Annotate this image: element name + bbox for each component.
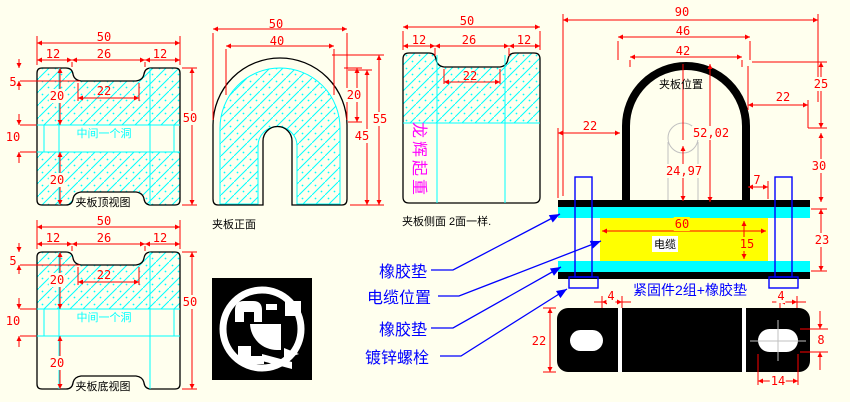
- dim-asm-center-half: 24,97: [664, 164, 704, 178]
- dim-asm-arch-rise: 25: [812, 77, 830, 91]
- front-view: [212, 26, 384, 206]
- dim-bottom-hole: 10: [4, 314, 22, 328]
- dim-asm-total-width: 90: [674, 5, 690, 19]
- dim-top-width: 50: [96, 30, 112, 44]
- callout-bolt: 镀锌螺栓: [364, 350, 430, 367]
- callout-rubber-top: 橡胶垫: [378, 264, 428, 281]
- dim-top-hole: 10: [4, 130, 22, 144]
- dim-asm-cable-height: 15: [738, 237, 756, 251]
- assembly-view: [431, 14, 827, 357]
- dim-bottom-notch-depth: 5: [9, 254, 17, 268]
- callout-cable-position: 电缆位置: [366, 290, 432, 307]
- dim-asm-leg: 7: [753, 173, 761, 187]
- galvanized-bolts: [568, 176, 799, 289]
- dim-plate-slot-width: 14: [769, 374, 787, 388]
- dim-bottom-lower: 20: [48, 356, 66, 370]
- side-view-caption: 夹板侧面 2面一样.: [402, 216, 492, 228]
- dim-top-upper: 20: [48, 89, 66, 103]
- dim-asm-cable-width: 60: [673, 217, 691, 231]
- dim-bottom-height: 50: [181, 295, 199, 309]
- bottom-view-hole-note: 中间一个洞: [76, 312, 132, 324]
- dim-bottom-slot: 22: [96, 268, 112, 282]
- company-logo: [212, 278, 312, 380]
- dim-side-slot: 22: [462, 69, 478, 83]
- dim-front-arc-height: 20: [345, 88, 363, 102]
- dim-bottom-ear-left: 12: [45, 231, 61, 245]
- slot-left: [570, 330, 603, 351]
- callout-rubber-bottom: 橡胶垫: [378, 322, 428, 339]
- dim-asm-center-full: 52,02: [691, 126, 731, 140]
- dim-side-notch: 26: [461, 33, 477, 47]
- watermark-brand: 龙辉起重: [410, 121, 427, 199]
- dim-top-ear-right: 12: [152, 47, 168, 61]
- dim-bottom-width: 50: [96, 214, 112, 228]
- dim-bottom-notch: 26: [96, 231, 112, 245]
- asm-cable-note: 电缆: [652, 236, 678, 252]
- top-view-hole-note: 中间一个洞: [76, 128, 132, 140]
- dim-side-ear-right: 12: [516, 33, 532, 47]
- asm-fastener-note: 紧固件2组+橡胶垫: [633, 282, 747, 298]
- dim-asm-upper-right: 30: [810, 159, 828, 173]
- dim-top-lower: 20: [48, 173, 66, 187]
- logo-ring: [219, 286, 305, 372]
- asm-arch-note: 夹板位置: [659, 79, 703, 91]
- dim-top-notch: 26: [96, 47, 112, 61]
- dim-asm-offset-left: 22: [582, 119, 598, 133]
- dim-asm-arch-outer: 46: [675, 24, 691, 38]
- dim-top-ear-left: 12: [45, 47, 61, 61]
- dim-front-width: 50: [268, 17, 284, 31]
- dim-asm-bolt-left: 4: [606, 289, 616, 303]
- dim-bottom-ear-right: 12: [152, 231, 168, 245]
- bottom-view-caption: 夹板底视图: [75, 381, 131, 393]
- callout-leaders: [431, 213, 602, 357]
- dim-side-ear-left: 12: [411, 33, 427, 47]
- dim-asm-arch-inner: 42: [675, 44, 691, 58]
- base-plate-view: [543, 307, 828, 385]
- dim-asm-bolt-right: 4: [776, 289, 786, 303]
- dim-top-notch-depth: 5: [9, 75, 17, 89]
- dim-side-width: 50: [459, 14, 475, 28]
- dim-front-height: 55: [371, 112, 389, 126]
- shackle-arch: [622, 62, 750, 202]
- front-view-caption: 夹板正面: [212, 219, 256, 231]
- dim-plate-thickness: 22: [531, 334, 547, 348]
- dim-front-inner-height: 45: [353, 129, 371, 143]
- dim-top-slot: 22: [96, 84, 112, 98]
- dim-plate-slot-height: 8: [816, 333, 826, 347]
- dim-asm-offset-right: 22: [775, 90, 791, 104]
- top-view-caption: 夹板顶视图: [75, 197, 131, 209]
- dim-asm-stack: 23: [813, 233, 831, 247]
- dim-top-height: 50: [181, 111, 199, 125]
- dim-front-inner-width: 40: [269, 34, 285, 48]
- dim-bottom-upper: 20: [48, 273, 66, 287]
